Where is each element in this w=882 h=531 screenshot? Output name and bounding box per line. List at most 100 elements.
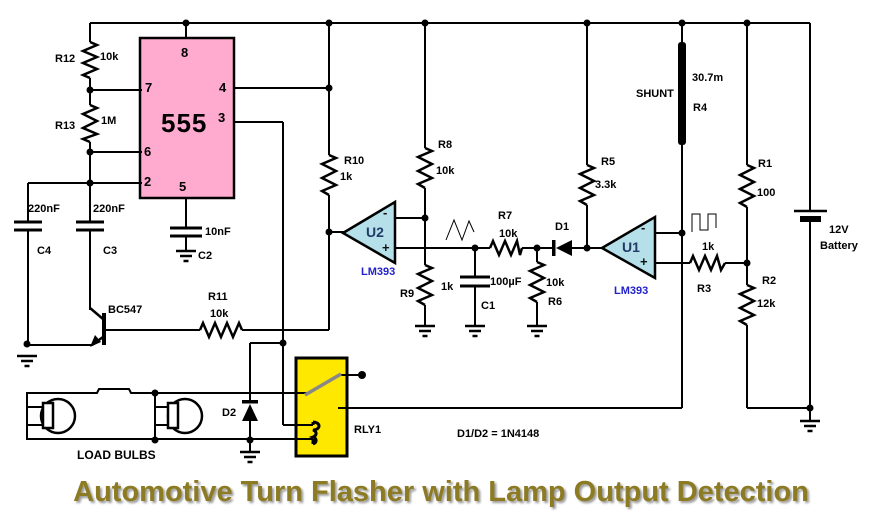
- wires: [26, 22, 811, 452]
- r5-value: 3.3k: [595, 179, 617, 191]
- load-bulbs-label: LOAD BULBS: [77, 448, 156, 462]
- wire-bulb-top: [27, 388, 307, 394]
- resistor-r2: [737, 283, 758, 327]
- r13-value: 1M: [101, 115, 117, 127]
- resistor-r10: [319, 153, 340, 197]
- relay-coil: [308, 420, 321, 446]
- u1-minus: -: [641, 220, 646, 235]
- ic555-pin2: 2: [144, 174, 152, 189]
- ground-d2: [240, 450, 260, 464]
- ground-r6: [527, 324, 547, 338]
- resistor-r1: [737, 163, 757, 209]
- r8-value: 10k: [436, 165, 455, 177]
- r4-ref: R4: [693, 102, 708, 114]
- shunt-bar-r4: [678, 42, 686, 145]
- triangle-wave-icon: [445, 218, 475, 242]
- resistor-r5: [577, 163, 598, 207]
- ic555-part: 555: [161, 108, 208, 138]
- square-wave-icon: [691, 213, 717, 232]
- diode-note: D1/D2 = 1N4148: [457, 428, 540, 440]
- r10-ref: R10: [344, 155, 365, 167]
- r8-ref: R8: [438, 139, 453, 151]
- opamp-u1-body: [599, 214, 657, 281]
- opamp-u2-body: [340, 199, 397, 266]
- ic555-pin4: 4: [219, 80, 227, 95]
- battery-word: Battery: [820, 240, 858, 252]
- diode-d1: [552, 240, 572, 256]
- c3-value: 220nF: [93, 203, 125, 215]
- battery-symbol: [794, 209, 827, 222]
- r10-value: 1k: [340, 171, 353, 183]
- u1-plus: +: [640, 254, 648, 269]
- c1-value: 100µF: [490, 276, 522, 288]
- r7-ref: R7: [498, 210, 513, 222]
- d1-ref: D1: [555, 221, 570, 233]
- r5-ref: R5: [601, 156, 616, 168]
- shunt-label: SHUNT: [636, 88, 674, 100]
- r6-ref: R6: [548, 296, 563, 308]
- r3-value: 1k: [702, 241, 715, 253]
- capacitors: [14, 220, 490, 288]
- resistor-r9: [415, 263, 436, 307]
- r9-value: 1k: [441, 281, 454, 293]
- load-bulb-2: [166, 397, 204, 435]
- r11-ref: R11: [208, 291, 228, 303]
- ic555-pin6: 6: [144, 144, 152, 159]
- ic555-pin7: 7: [145, 80, 153, 95]
- relay-lever: [304, 372, 342, 397]
- ground-r9: [415, 324, 435, 338]
- ground-c2: [176, 249, 196, 263]
- ic555-pin3: 3: [218, 110, 226, 125]
- r6-value: 10k: [546, 277, 565, 289]
- c4-value: 220nF: [28, 203, 60, 215]
- r12-ref: R12: [55, 53, 76, 65]
- r13-ref: R13: [55, 120, 76, 132]
- r12-value: 10k: [100, 51, 119, 63]
- relay-internals: [304, 372, 342, 446]
- resistor-r13: [79, 103, 101, 144]
- load-bulb-1: [39, 397, 77, 435]
- battery-voltage: 12V: [829, 224, 849, 236]
- ic-555-body: [138, 36, 236, 200]
- diode-d2: [242, 400, 258, 421]
- resistor-r8: [415, 146, 436, 190]
- r2-value: 12k: [757, 298, 776, 310]
- u2-part: LM393: [361, 266, 396, 278]
- relay-no-terminal: [358, 371, 366, 379]
- ground-symbols: [17, 249, 820, 464]
- u1-ref: U1: [622, 239, 640, 255]
- c2-ref: C2: [198, 250, 213, 262]
- resistor-r3: [688, 252, 727, 274]
- r11-value: 10k: [210, 308, 229, 320]
- c4-ref: C4: [37, 245, 52, 257]
- r7-value: 10k: [499, 228, 518, 240]
- resistors: [79, 40, 758, 341]
- u2-plus: +: [382, 240, 390, 255]
- r1-value: 100: [757, 187, 776, 199]
- r3-ref: R3: [697, 283, 712, 295]
- r2-ref: R2: [762, 275, 777, 287]
- c2-value: 10nF: [205, 226, 231, 238]
- relay-ref: RLY1: [354, 424, 382, 436]
- junction-dots: [23, 19, 814, 444]
- q1-ref: BC547: [108, 304, 143, 316]
- ground-c1: [465, 324, 485, 338]
- u2-minus: -: [383, 205, 388, 220]
- resistor-r12: [79, 40, 101, 80]
- u1-part: LM393: [614, 285, 649, 297]
- ic555-pin8: 8: [181, 45, 189, 60]
- c3-ref: C3: [103, 245, 118, 257]
- r4-value: 30.7m: [692, 72, 724, 84]
- c1-ref: C1: [481, 300, 496, 312]
- transistor-bc547: [89, 307, 106, 347]
- schematic-title: Automotive Turn Flasher with Lamp Output…: [73, 476, 809, 508]
- r1-ref: R1: [758, 158, 773, 170]
- ground-battery: [800, 419, 820, 433]
- ic555-pin5: 5: [179, 179, 187, 194]
- resistor-r11: [198, 319, 244, 341]
- emitter-arrow: [90, 335, 101, 347]
- resistor-r7: [488, 236, 524, 259]
- d2-ref: D2: [222, 407, 237, 419]
